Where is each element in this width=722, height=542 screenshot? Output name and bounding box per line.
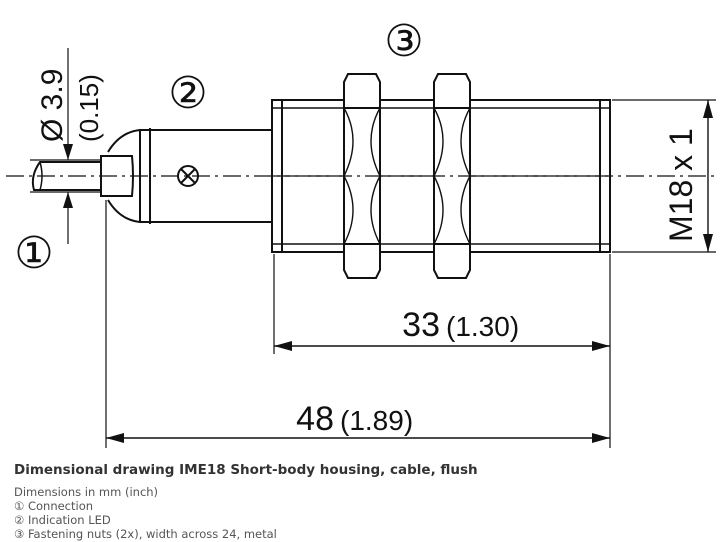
dim-diameter-label: Ø 3.9 xyxy=(36,69,69,142)
led-symbol xyxy=(177,165,199,187)
caption-item-nuts: ③ Fastening nuts (2x), width across 24, … xyxy=(14,527,277,541)
dim-thread-label: M18 x 1 xyxy=(663,128,699,242)
dim-33-mm: 33 xyxy=(402,306,440,344)
callout-2: ② xyxy=(168,69,207,118)
dim-33-label: 33 xyxy=(402,306,440,344)
caption-units: Dimensions in mm (inch) xyxy=(14,485,159,499)
dim-48-label: 48 xyxy=(296,400,334,438)
caption-item-led: ② Indication LED xyxy=(14,513,111,527)
dim-48-inch-label: (1.89) xyxy=(340,405,413,436)
dim-33-inch-label: (1.30) xyxy=(446,311,519,342)
led-cap xyxy=(100,155,134,197)
rear-housing xyxy=(140,128,272,224)
caption-item-connection: ① Connection xyxy=(14,499,94,513)
fastening-nut-1 xyxy=(343,73,381,279)
dim-48-mm: 48 xyxy=(296,400,334,438)
callout-3: ③ xyxy=(384,17,423,66)
drawing-caption: Dimensional drawing IME18 Short-body hou… xyxy=(0,456,722,542)
caption-title: Dimensional drawing IME18 Short-body hou… xyxy=(14,462,478,478)
dim-diameter-inch-label: (0.15) xyxy=(74,74,104,142)
dim-33-inch: (1.30) xyxy=(446,311,519,342)
dim-48-inch: (1.89) xyxy=(340,405,413,436)
callout-1: ① xyxy=(14,229,53,278)
dimensional-drawing: ① ② ③ Ø 3.9 (0.15) M18 x 1 33 (1.30) 48 … xyxy=(6,17,716,448)
